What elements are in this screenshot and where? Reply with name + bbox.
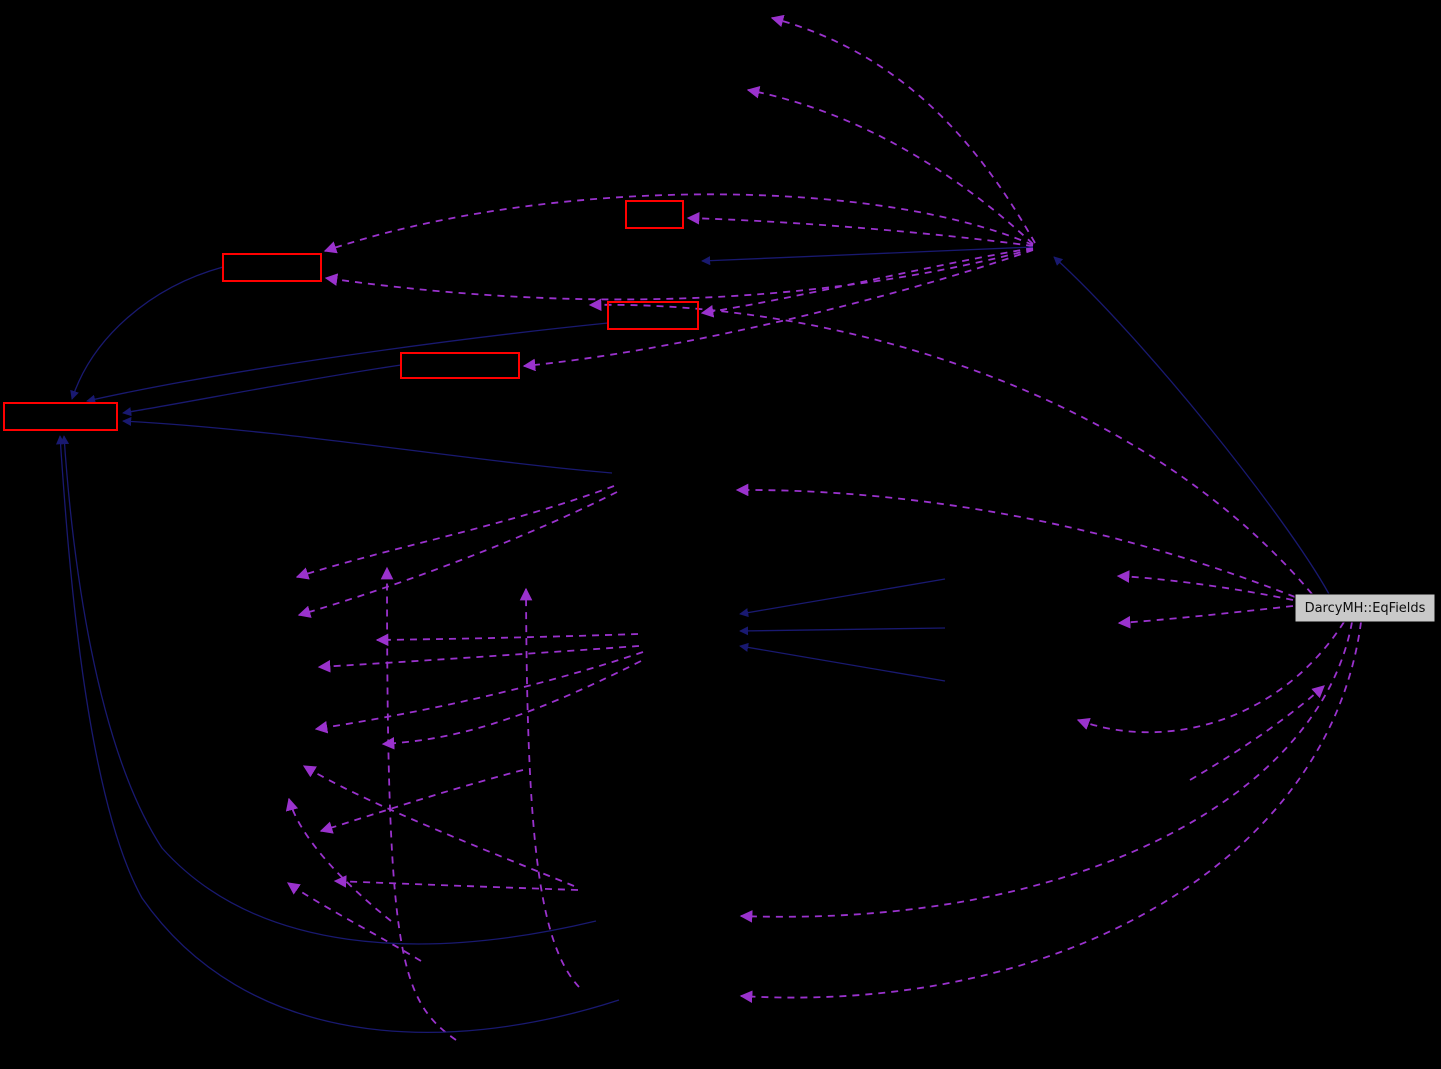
graph-edge-solid-29: [701, 246, 1034, 266]
graph-edge-dashed-22: [302, 765, 575, 887]
graph-node-red-node-5[interactable]: [3, 402, 118, 431]
graph-edge-dashed-2: [746, 86, 1034, 245]
graph-edge-dashed-21: [381, 660, 642, 750]
graph-edge-dashed-11: [1076, 621, 1345, 734]
node-layer: [3, 200, 1436, 623]
graph-edge-dashed-14: [739, 621, 1362, 1003]
graph-node-red-node-4[interactable]: [400, 352, 520, 379]
graph-edge-solid-39: [56, 435, 620, 1033]
graph-edge-dashed-25: [286, 882, 422, 962]
graph-edge-solid-32: [86, 322, 609, 404]
graph-edge-dashed-15: [1189, 685, 1325, 781]
graph-node-red-node-2[interactable]: [625, 200, 684, 229]
graph-edge-dashed-4: [324, 248, 1034, 301]
graph-edge-dashed-20: [314, 651, 644, 734]
graph-edge-dashed-3: [323, 193, 1034, 254]
graph-edge-solid-38: [60, 435, 597, 945]
graph-edge-solid-34: [122, 416, 613, 474]
graph-edge-dashed-16: [295, 485, 615, 580]
graph-edge-dashed-13: [739, 621, 1353, 923]
graph-edge-dashed-26: [333, 875, 579, 891]
graph-edge-solid-30: [1053, 256, 1330, 595]
graph-edge-dashed-18: [375, 633, 639, 647]
graph-edge-dashed-12: [735, 483, 1296, 598]
graph-edge-solid-31: [70, 266, 224, 400]
graph-edge-dashed-5: [686, 212, 1034, 247]
graph-edge-dashed-8: [588, 298, 1313, 595]
graph-node-current-node[interactable]: [1294, 593, 1436, 623]
graph-edge-dashed-19: [317, 645, 640, 673]
graph-edge-dashed-24: [319, 769, 524, 834]
graph-edge-dashed-6: [700, 247, 1034, 318]
graph-node-red-node-3[interactable]: [607, 301, 699, 330]
graph-edge-dashed-7: [522, 249, 1034, 372]
graph-edge-dashed-10: [1117, 605, 1294, 629]
graph-edge-dashed-27: [380, 566, 457, 1041]
graph-edge-dashed-1: [770, 14, 1036, 244]
graph-edge-solid-33: [122, 364, 402, 417]
graph-edge-solid-36: [739, 626, 946, 636]
edge-layer: [56, 14, 1362, 1041]
graph-edge-dashed-17: [297, 491, 618, 618]
graph-edge-dashed-28: [519, 587, 580, 988]
graph-edge-solid-37: [739, 642, 946, 682]
current-node-label: DarcyMH::EqFields: [1305, 601, 1426, 616]
graph-node-red-node-1[interactable]: [222, 253, 322, 282]
graph-edge-solid-35: [739, 578, 946, 618]
graph-edge-dashed-23: [285, 797, 392, 922]
graph-edge-dashed-9: [1116, 570, 1294, 601]
